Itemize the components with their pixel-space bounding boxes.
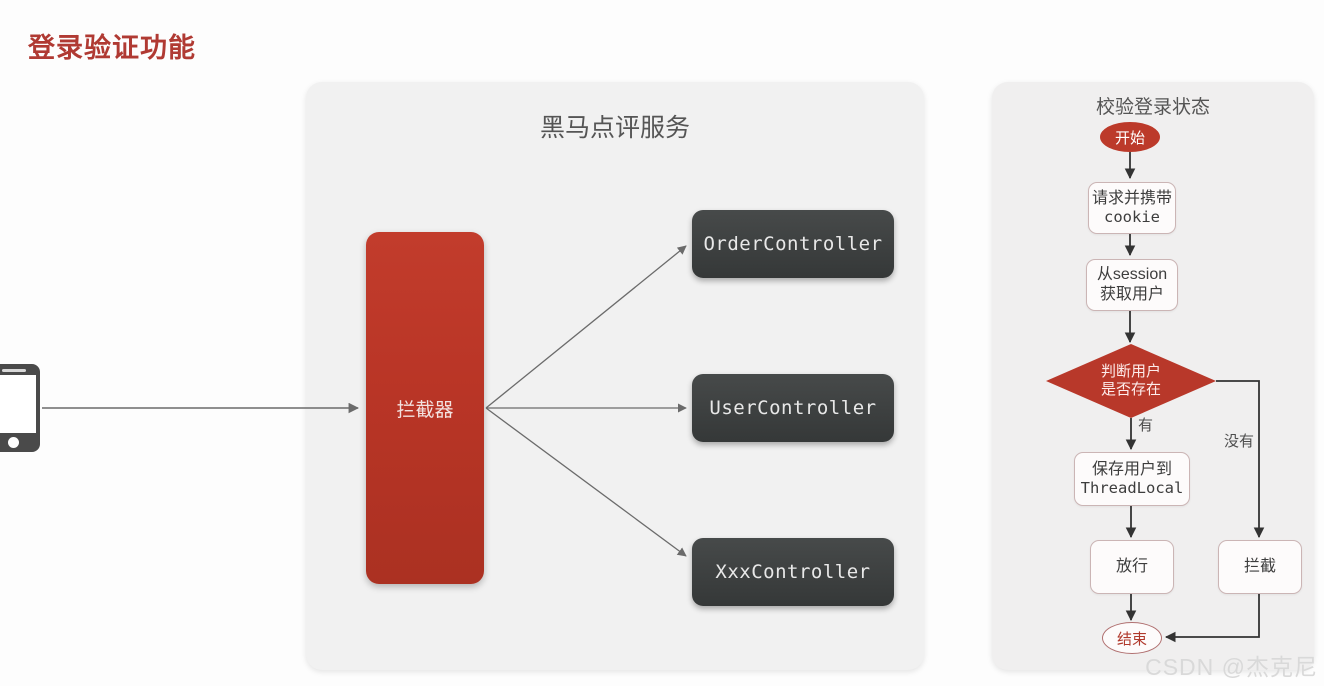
flow-node-end-label: 结束 — [1116, 630, 1147, 648]
flow-node-pass-label: 放行 — [1115, 558, 1148, 576]
flow-node-decision-line1: 判断用户 — [1100, 363, 1161, 380]
flow-node-start: 开始 — [1100, 122, 1160, 152]
flow-node-decision-line2: 是否存在 — [1100, 381, 1161, 398]
watermark: CSDN @杰克尼 — [1145, 654, 1318, 680]
flow-node-save-threadlocal-line2: ThreadLocal — [1080, 479, 1184, 498]
controller-label-user: UserController — [709, 397, 877, 419]
flow-node-get-user: 从session 获取用户 — [1086, 259, 1178, 311]
controller-box-xxx: XxxController — [692, 538, 894, 606]
phone-home-button — [8, 437, 19, 448]
controller-label-order: OrderController — [703, 233, 883, 255]
flow-node-save-threadlocal: 保存用户到 ThreadLocal — [1074, 452, 1190, 506]
flow-node-save-threadlocal-line1: 保存用户到 — [1091, 460, 1172, 478]
controller-label-xxx: XxxController — [715, 561, 871, 583]
interceptor-label: 拦截器 — [396, 399, 454, 421]
flow-node-end: 结束 — [1102, 622, 1162, 654]
flow-node-request-cookie-line1: 请求并携带 — [1091, 189, 1172, 207]
flow-node-get-user-line2: 获取用户 — [1099, 286, 1164, 303]
flow-node-block-label: 拦截 — [1243, 558, 1276, 576]
flow-node-decision-label: 判断用户 是否存在 — [1046, 344, 1216, 418]
phone-speaker — [2, 369, 26, 372]
interceptor-block: 拦截器 — [366, 232, 484, 584]
branch-label-no: 没有 — [1224, 433, 1255, 450]
controller-box-user: UserController — [692, 374, 894, 442]
flow-node-request-cookie-line2: cookie — [1104, 208, 1160, 227]
phone-screen — [0, 375, 36, 433]
flow-node-pass: 放行 — [1090, 540, 1174, 594]
flow-node-request-cookie: 请求并携带 cookie — [1088, 182, 1176, 234]
flow-panel-title: 校验登录状态 — [1095, 97, 1210, 118]
service-panel-title: 黑马点评服务 — [539, 114, 690, 142]
flow-node-get-user-line1: 从session — [1096, 266, 1168, 284]
flow-node-start-label: 开始 — [1114, 129, 1145, 147]
page-title: 登录验证功能 — [28, 33, 196, 63]
smartphone-icon — [0, 364, 40, 452]
flow-node-block: 拦截 — [1218, 540, 1302, 594]
branch-label-yes: 有 — [1138, 417, 1154, 434]
flow-node-decision: 判断用户 是否存在 — [1046, 344, 1216, 418]
controller-box-order: OrderController — [692, 210, 894, 278]
